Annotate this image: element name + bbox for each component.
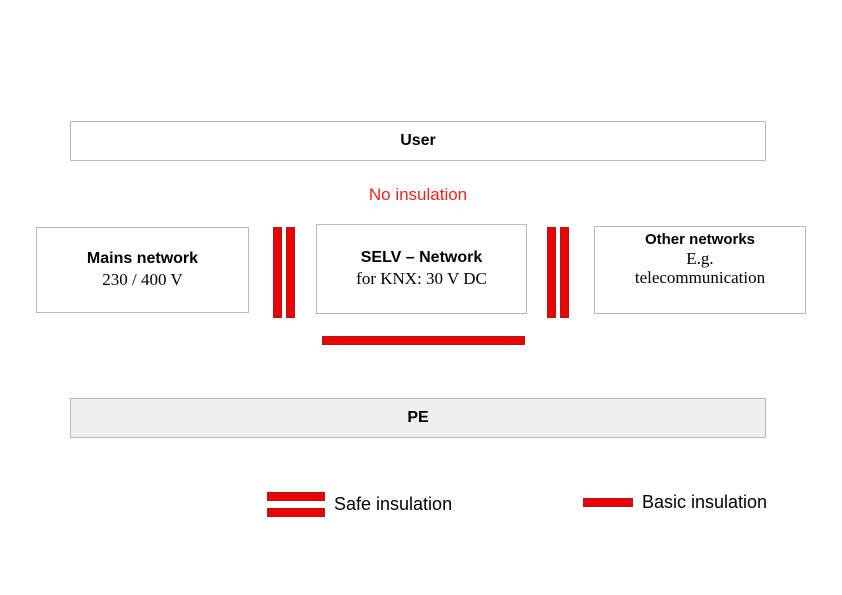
legend-item-basic-insulation: Basic insulation [583,492,767,513]
basic-insulation-bar-selv [322,336,525,345]
pe-box: PE [70,398,766,438]
legend-label-safe-insulation: Safe insulation [334,494,453,514]
pe-box-label: PE [407,408,429,426]
other-networks-subtitle-line2: telecommunication [634,268,766,288]
user-box-label: User [400,131,436,149]
other-networks-title: Other networks [644,231,756,248]
safe-insulation-bar-right-1 [547,227,556,318]
selv-network-box: SELV – Network for KNX: 30 V DC [316,224,527,314]
other-networks-box: Other networks E.g. telecommunication [594,226,806,314]
safe-insulation-bar-left-2 [286,227,295,318]
basic-insulation-legend-icon [583,498,633,507]
mains-network-subtitle: 230 / 400 V [102,270,183,290]
mains-network-title: Mains network [86,249,199,267]
selv-network-subtitle: for KNX: 30 V DC [356,269,487,289]
safe-insulation-legend-icon-segment-top [267,492,325,501]
safe-insulation-legend-icon [267,492,325,517]
legend-label-basic-insulation: Basic insulation [642,492,768,512]
safe-insulation-bar-left-1 [273,227,282,318]
no-insulation-label: No insulation [368,185,468,204]
legend-item-safe-insulation: Safe insulation [267,492,452,517]
selv-network-title: SELV – Network [360,248,483,266]
other-networks-subtitle-line1: E.g. [686,248,714,268]
safe-insulation-bar-right-2 [560,227,569,318]
user-box: User [70,121,766,161]
mains-network-box: Mains network 230 / 400 V [36,227,249,313]
safe-insulation-legend-icon-segment-bottom [267,508,325,517]
